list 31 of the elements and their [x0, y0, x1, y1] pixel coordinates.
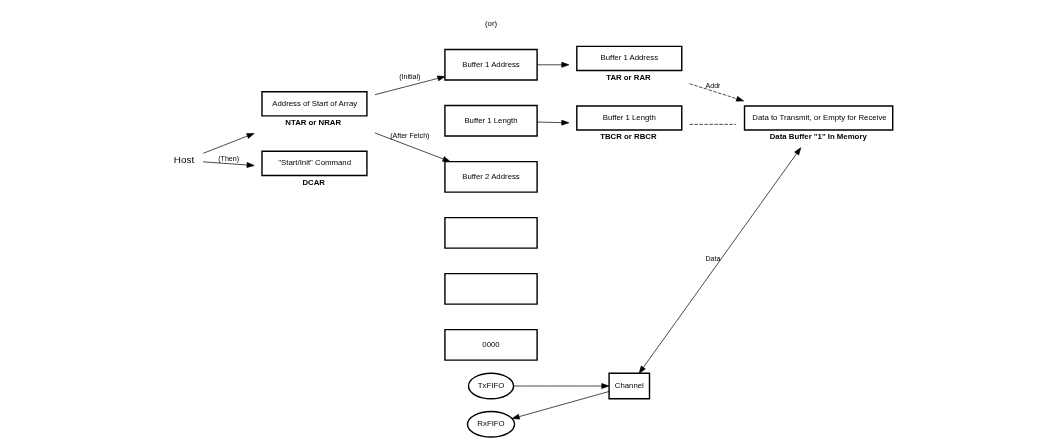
node-box: Data to Transmit, or Empty for Receive [743, 105, 893, 131]
arrow [536, 61, 569, 68]
node-box: Buffer 1 Address [443, 48, 538, 81]
label: (or) [484, 18, 497, 28]
arrow [374, 75, 445, 96]
node-box: 0000 [443, 328, 538, 361]
arrow [638, 147, 801, 374]
node-box [443, 216, 538, 249]
arrow [688, 83, 744, 102]
node-label: NTAR or NRAR [284, 117, 341, 127]
arrow [511, 391, 609, 420]
arrow [512, 383, 609, 389]
node-box: Address of Start of Array [260, 91, 368, 117]
node-box: "Start/Init" Command [260, 150, 368, 177]
arrow [202, 133, 254, 154]
node-text: Host [173, 154, 194, 166]
node-label: TBCR or RBCR [599, 132, 657, 142]
node-label: DCAR [301, 177, 325, 187]
arrow [536, 119, 569, 126]
node-ellipse: RxFIFO [466, 410, 515, 438]
arrow [202, 161, 254, 168]
node-box: Buffer 1 Length [443, 104, 538, 137]
node-label: TAR or RAR [605, 72, 651, 82]
node-box [443, 272, 538, 305]
node-box: Buffer 1 Length [575, 105, 682, 131]
arrow [374, 132, 450, 162]
node-ellipse: TxFIFO [467, 372, 514, 400]
node-box: Buffer 1 Address [575, 45, 682, 72]
node-box: Channel [607, 372, 650, 400]
node-box: Buffer 2 Address [443, 160, 538, 193]
node-label: Data Buffer "1" In Memory [769, 132, 867, 142]
